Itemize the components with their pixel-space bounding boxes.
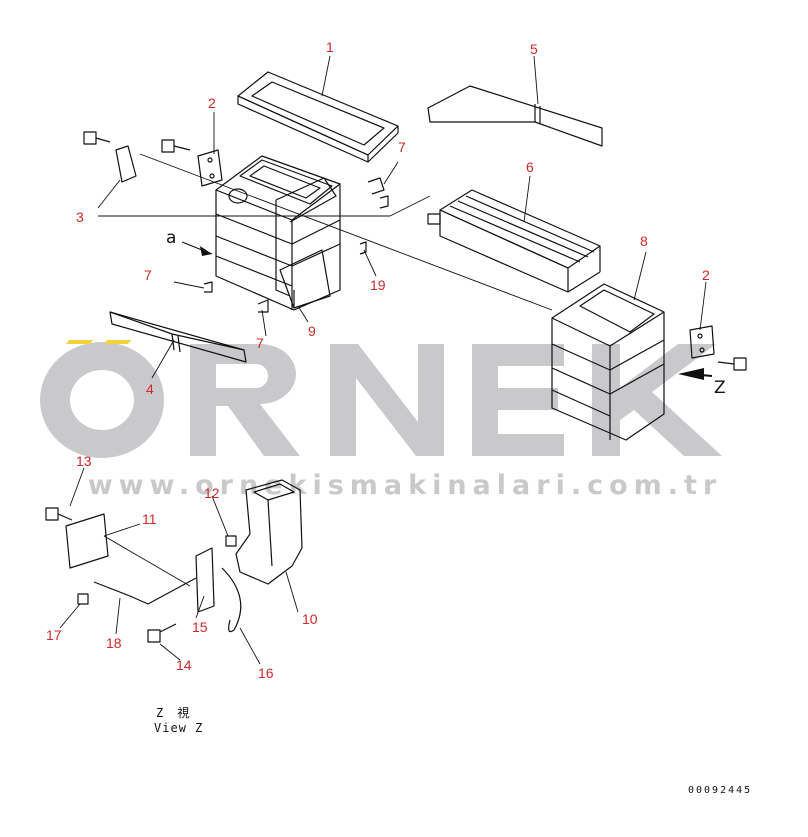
callout-18: 18 (106, 635, 122, 651)
part-5-strip (427, 85, 603, 147)
part-10-duct (235, 479, 303, 585)
callout-10: 10 (302, 611, 318, 627)
view-label-jp: Z 視 (156, 706, 191, 720)
part-7-clip-c (203, 281, 213, 293)
callout-8: 8 (640, 233, 648, 249)
callout-12: 12 (204, 485, 220, 501)
callout-16: 16 (258, 665, 274, 681)
bolt-left-upper (83, 131, 111, 145)
part-19-clip (359, 241, 367, 255)
callout-1: 1 (326, 39, 334, 55)
part-17-clip (77, 593, 89, 605)
part-15-plate (195, 547, 215, 613)
bolt-left-mid (161, 139, 191, 153)
callout-7-top: 7 (398, 139, 406, 155)
part-18-rod (93, 577, 197, 605)
part-16-wire (221, 567, 242, 633)
callout-9: 9 (308, 323, 316, 339)
part-6-heater-core (427, 189, 601, 293)
view-arrow-a (181, 241, 213, 256)
view-letter-z: Z (714, 378, 726, 398)
part-8-case-right (551, 283, 665, 441)
part-14-bolt (147, 623, 177, 643)
part-4-strip (109, 311, 247, 363)
bolt-right (717, 357, 747, 371)
callout-11: 11 (142, 511, 157, 527)
view-letter-a: a (166, 228, 177, 248)
callout-2-right: 2 (702, 267, 710, 283)
callout-17: 17 (46, 627, 62, 643)
part-7-clip-d (257, 299, 269, 313)
callout-2-left: 2 (208, 95, 216, 111)
part-1-seal-frame (237, 71, 399, 163)
callout-5: 5 (530, 41, 538, 57)
view-label-en: View Z (154, 721, 204, 735)
part-13-bolt (45, 507, 73, 521)
callout-15: 15 (192, 619, 208, 635)
watermark-url: www.ornekismakinalari.com.tr (87, 470, 723, 501)
callout-3: 3 (76, 209, 84, 225)
callout-14: 14 (176, 657, 192, 673)
callout-13: 13 (76, 453, 92, 469)
part-2-plate-left (197, 149, 223, 187)
heater-case-left (215, 155, 341, 311)
callout-6: 6 (526, 159, 534, 175)
part-7-clip-a (367, 177, 385, 195)
part-2-plate-right (689, 325, 715, 359)
drawing-code: 00092445 (688, 785, 753, 796)
view-arrow-z (678, 368, 713, 380)
part-7-clip-b (379, 195, 389, 209)
part-11-plate (65, 513, 109, 569)
callout-4: 4 (146, 381, 154, 397)
part-3-bracket (115, 145, 137, 183)
callout-19: 19 (370, 277, 386, 293)
part-12-nut (225, 535, 237, 547)
watermark-logo (40, 340, 722, 458)
callout-7-left: 7 (144, 267, 152, 283)
callout-7-bottom: 7 (256, 335, 264, 351)
